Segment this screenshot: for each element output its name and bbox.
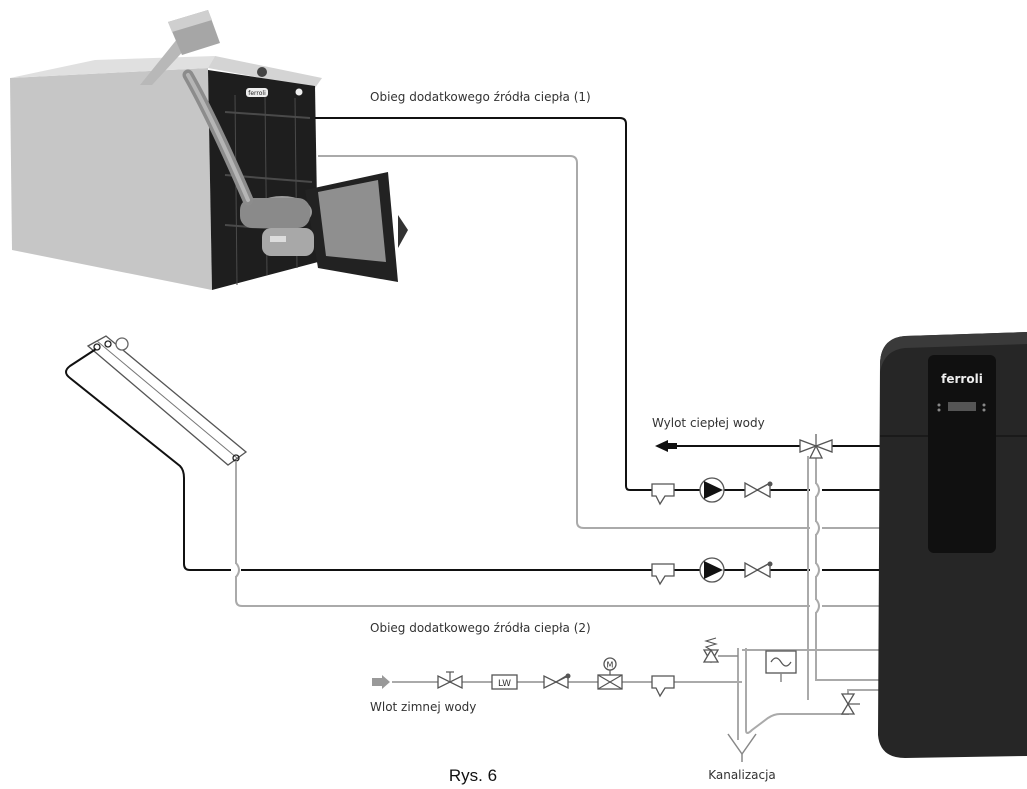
circuit-2-label: Obieg dodatkowego źródła ciepła (2)	[370, 621, 591, 635]
solar-collector-illustration	[86, 335, 248, 466]
circuit-1-fittings	[651, 477, 773, 506]
circuit-1-label: Obieg dodatkowego źródła ciepła (1)	[370, 90, 591, 104]
boiler-illustration: ferroli	[10, 10, 408, 290]
figure-caption: Rys. 6	[449, 766, 497, 785]
check-valve-icon	[744, 481, 773, 499]
mixing-valve-icon	[799, 434, 833, 459]
cold-water-fittings: LW M	[437, 657, 675, 698]
cold-water-inlet-label: Wlot zimnej wody	[370, 700, 476, 714]
flow-meter-icon: LW	[491, 674, 518, 690]
shutoff-valve-icon	[437, 671, 463, 690]
check-valve-icon	[543, 673, 571, 690]
check-valve-icon	[744, 561, 773, 579]
drain-valve-icon	[840, 693, 860, 715]
strainer-icon	[651, 675, 675, 698]
strainer-icon	[651, 483, 675, 506]
pump-icon	[699, 557, 725, 583]
flow-meter-text: LW	[498, 679, 511, 689]
pump-icon	[699, 477, 725, 503]
heater-element-icon	[765, 650, 797, 682]
tank-brand-logo: ferroli	[941, 372, 983, 386]
circuit-2-fittings	[651, 557, 773, 586]
safety-valve-icon	[702, 637, 738, 664]
drain-label: Kanalizacja	[708, 768, 776, 782]
pipe-crossings	[231, 482, 822, 614]
motorized-valve-icon: M	[597, 657, 623, 690]
strainer-icon	[651, 563, 675, 586]
motor-valve-text: M	[607, 661, 614, 670]
piping	[65, 117, 880, 762]
boiler-badge	[246, 88, 268, 97]
hot-water-outlet-label: Wylot ciepłej wody	[652, 416, 765, 430]
boiler-badge-text: ferroli	[248, 90, 266, 97]
storage-tank-illustration: ferroli	[878, 332, 1027, 758]
